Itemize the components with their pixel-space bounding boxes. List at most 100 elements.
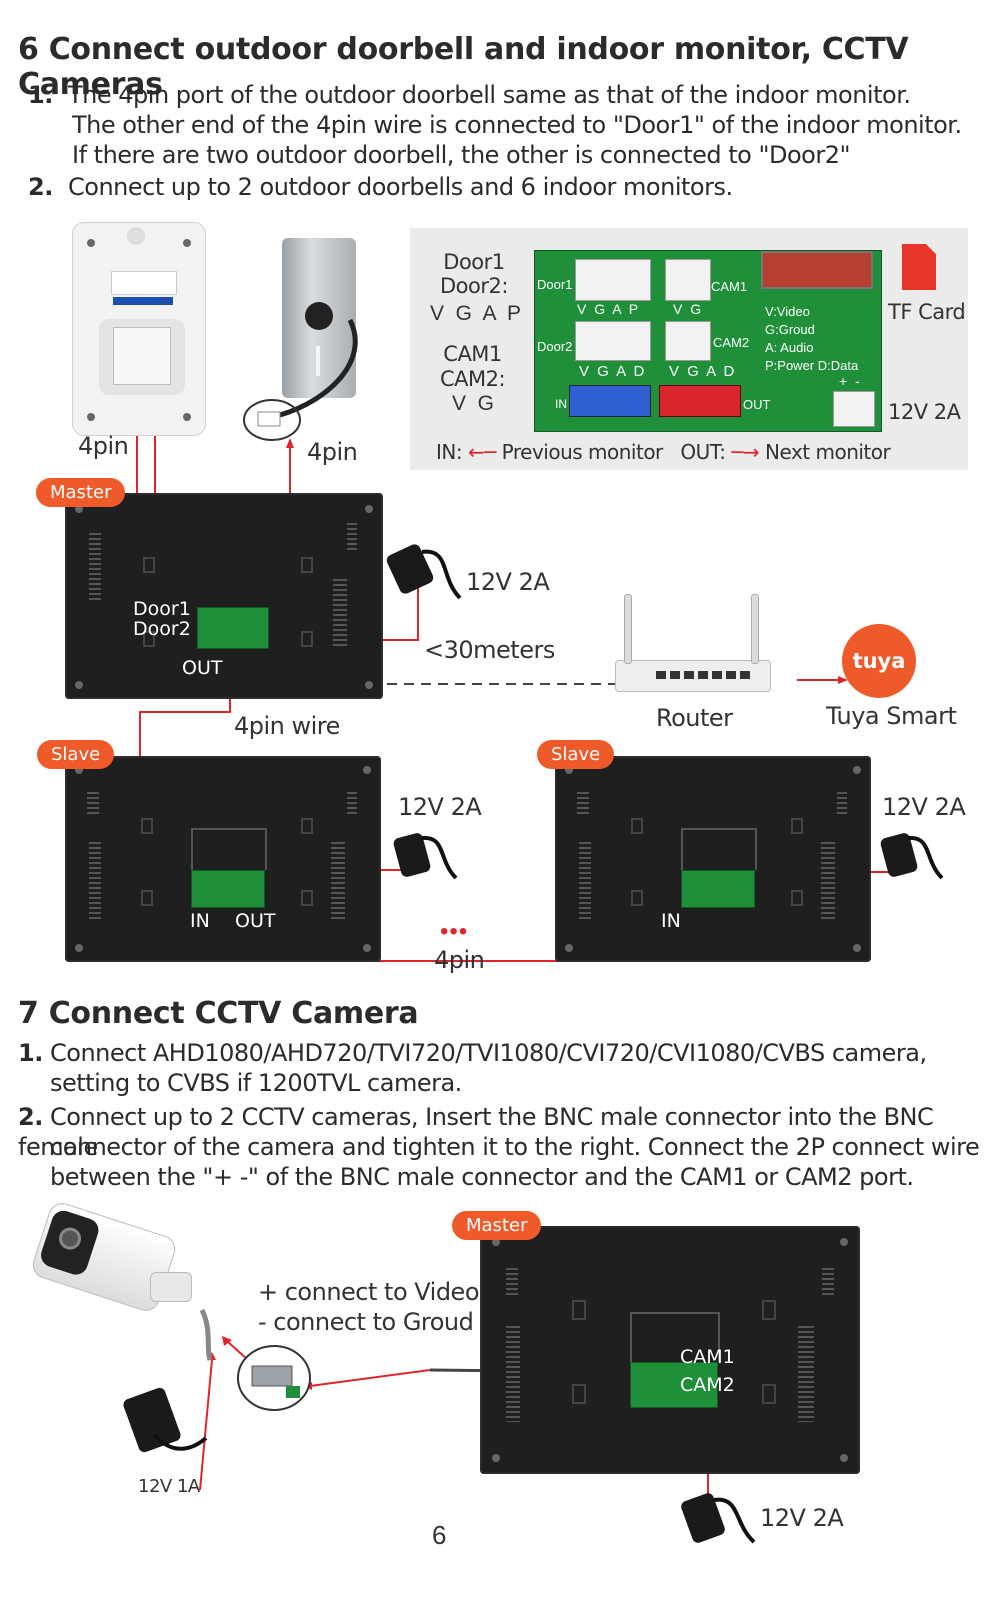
in-port (569, 385, 651, 417)
distance-label: <30meters (424, 636, 555, 664)
master-monitor-cctv (480, 1226, 860, 1474)
section7-step2-line2: connector of the camera and tighten it t… (50, 1133, 980, 1161)
master-badge: Master (36, 478, 126, 507)
wire-label: 4pin wire (234, 712, 340, 740)
tf-card-label: TF Card (888, 300, 966, 324)
in-out-legend: IN: ←─ Previous monitor OUT: ─→ Next mon… (436, 440, 891, 464)
section6-title: 6 Connect outdoor doorbell and indoor mo… (18, 32, 909, 102)
in-legend-label: IN: (436, 440, 463, 464)
slave2-monitor (555, 756, 871, 962)
power-label: 12V 2A (888, 400, 961, 424)
power-port (833, 391, 875, 427)
router-antenna-right (751, 594, 759, 664)
slave1-pcb (191, 870, 265, 908)
doorbell-back (72, 222, 206, 436)
slave1-badge: Slave (37, 740, 115, 769)
cam-pins: V G (452, 392, 495, 415)
out-port (659, 385, 741, 417)
master-cctv-badge: Master (452, 1211, 542, 1240)
monitor-adapter-cable (713, 1497, 756, 1544)
vgap-pins: V G A P (577, 301, 641, 317)
pcb-door2-label: Door2 (537, 339, 573, 354)
camera-power-label: 12V 1A (138, 1476, 200, 1497)
slave1-power-label: 12V 2A (398, 793, 482, 821)
between-pin-label: 4pin (434, 946, 485, 974)
in-legend-desc: Previous monitor (501, 440, 664, 464)
slave1-out-label: OUT (235, 910, 276, 932)
pcb-board: Door1 V G A P CAM1 V G Door2 CAM2 V G A … (534, 250, 882, 432)
pcb-in-label: IN (555, 397, 567, 411)
master-cctv-pcb (630, 1362, 718, 1408)
pcb-cam1-label: CAM1 (711, 279, 748, 294)
ports-panel: Door1 Door2: V G A P CAM1 CAM2: V G Door… (410, 228, 968, 470)
step-number: 2. (18, 1103, 43, 1131)
vg-pins: V G (673, 301, 704, 317)
pcb-out-label: OUT (743, 397, 771, 412)
doorbell-left-pin-label: 4pin (78, 432, 129, 460)
slave2-adapter-cable (907, 835, 944, 880)
step-number: 1. (18, 1039, 43, 1067)
doorbell-cable (243, 318, 358, 441)
bnc-terminal (286, 1386, 300, 1398)
section7-step2: 2.Connect up to 2 CCTV cameras, Insert t… (18, 1102, 1000, 1162)
door-pins: V G A P (430, 302, 522, 325)
router-antenna-left (624, 594, 632, 664)
door1-port (575, 259, 651, 301)
vgad-pins-2: V G A D (669, 363, 737, 380)
pcb-door1-label: Door1 (537, 277, 573, 292)
pcb-cam2-label: CAM2 (713, 335, 750, 350)
cam2-label: CAM2 (680, 1374, 735, 1396)
doorbell-right-pin-label: 4pin (307, 438, 358, 466)
tf-card-slot (761, 251, 873, 289)
right-arrow-icon: ─→ (731, 440, 760, 464)
router-label: Router (656, 704, 733, 732)
router (615, 660, 771, 692)
step-line: Connect AHD1080/AHD720/TVI720/TVI1080/CV… (50, 1039, 927, 1067)
master-pcb (197, 607, 269, 649)
slave1-monitor (65, 756, 381, 962)
door-label: Door1 Door2: (440, 250, 508, 298)
cam1-label: CAM1 (680, 1346, 735, 1368)
power-polarity: + - (839, 373, 860, 389)
door2-port (575, 321, 651, 361)
master-door2-label: Door2 (133, 618, 191, 640)
page-number: 6 (432, 1520, 447, 1550)
cam-label: CAM1 CAM2: (440, 342, 506, 391)
monitor-power-label: 12V 2A (760, 1504, 844, 1532)
continuation-dots: ••• (440, 918, 469, 945)
slave2-in-label: IN (661, 910, 681, 932)
slave1-in-label: IN (190, 910, 210, 932)
bnc-connector (251, 1365, 293, 1387)
connect-minus-label: - connect to Groud (258, 1308, 474, 1336)
cam1-port (665, 259, 711, 301)
master-monitor (65, 493, 383, 699)
section7-title: 7 Connect CCTV Camera (18, 996, 419, 1031)
step-line: Connect up to 2 outdoor doorbells and 6 … (68, 173, 733, 201)
slave2-badge: Slave (537, 740, 615, 769)
camera-adapter-cable (152, 1432, 208, 1451)
cam2-port (665, 321, 711, 361)
wire-camera-power (199, 1359, 213, 1491)
step-line: The 4pin port of the outdoor doorbell sa… (68, 81, 911, 109)
slave2-pcb (681, 870, 755, 908)
master-adapter-cable (421, 549, 462, 600)
section7-step2-line3: between the "+ -" of the BNC male connec… (50, 1163, 914, 1191)
wire-bnc-cam (309, 1369, 431, 1387)
tuya-logo: tuya (842, 624, 916, 698)
section6-step1-line2: The other end of the 4pin wire is connec… (72, 111, 962, 139)
section6-step1: 1.The 4pin port of the outdoor doorbell … (28, 80, 911, 110)
connect-plus-label: + connect to Video (258, 1278, 480, 1306)
section6-step1-line3: If there are two outdoor doorbell, the o… (72, 141, 851, 169)
camera-mount (150, 1272, 192, 1302)
section7-step1: 1.Connect AHD1080/AHD720/TVI720/TVI1080/… (18, 1038, 927, 1068)
step-number: 2. (28, 173, 53, 201)
master-power-label: 12V 2A (466, 568, 550, 596)
tuya-smart-label: Tuya Smart (826, 702, 957, 730)
out-legend-desc: Next monitor (765, 440, 891, 464)
section7-step1-line2: setting to CVBS if 1200TVL camera. (50, 1069, 462, 1097)
section6-step2: 2. Connect up to 2 outdoor doorbells and … (28, 172, 733, 202)
left-arrow-icon: ←─ (467, 440, 496, 464)
master-door1-label: Door1 (133, 598, 191, 620)
step-line: Connect up to 2 CCTV cameras, Insert the… (18, 1103, 934, 1161)
vgad-pins-1: V G A D (579, 363, 647, 380)
